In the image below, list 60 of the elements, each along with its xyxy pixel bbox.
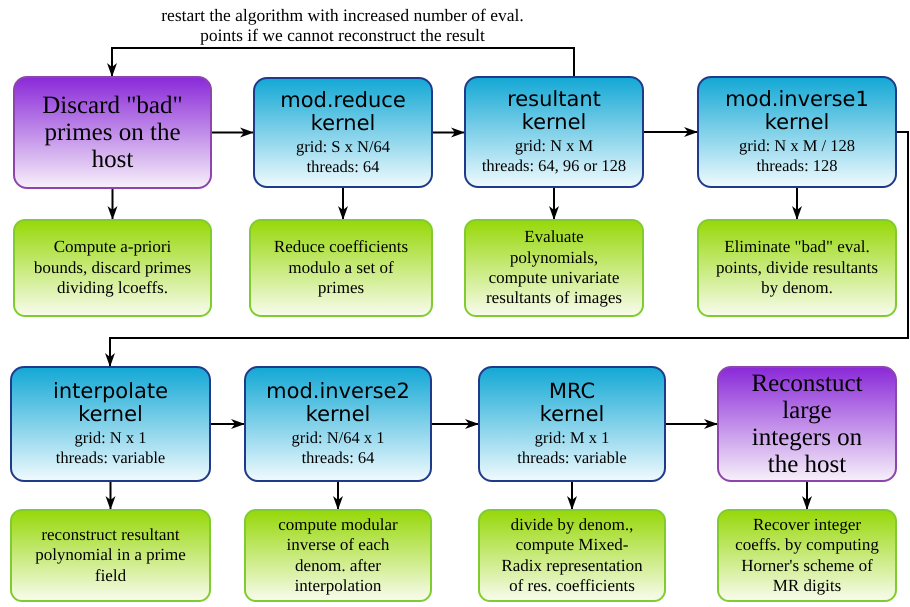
kernel-parameter: threads: 128 [756,156,838,176]
kernel-parameter: threads: variable [517,448,627,468]
description-box [10,509,211,602]
arrow [105,131,909,367]
arrow [338,188,348,220]
arrow [567,482,577,510]
arrow [211,419,245,429]
kernel-parameter: grid: N x 1 [74,428,146,448]
description-box [249,219,433,317]
description-text: compute modular inverse of each denom. after interpolation [277,514,399,596]
kernel-parameter: grid: S x N/64 [296,136,390,157]
description-text: reconstruct resultant polynomial in a prime field [34,524,187,586]
description-box [717,509,897,602]
arrow [549,188,559,220]
kernel-parameter: threads: 64, 96 or 128 [482,156,626,176]
kernel-title: mod.reduce kernel [280,88,406,135]
arrow [333,482,343,510]
arrow [108,189,118,220]
kernel-box [464,76,644,188]
arrow [802,482,812,510]
description-box [464,219,644,317]
kernel-parameter: grid: N x M [514,136,594,156]
kernel-title: resultant kernel [507,88,601,134]
arrow [107,47,575,77]
kernel-title: mod.inverse2 kernel [266,380,410,426]
description-text: Evaluate polynomials, compute univariate resultants of images [485,227,623,309]
kernel-parameter: threads: 64 [302,448,374,468]
kernel-parameter: grid: N/64 x 1 [291,428,385,448]
description-box [244,509,432,602]
description-text: Compute a-priori bounds, discard primes dividing lcoeffs. [32,237,192,299]
arrow [212,128,254,138]
description-box [697,219,897,317]
arrow [644,127,698,137]
kernel-box [253,77,433,188]
arrow [666,419,718,429]
arrow [432,419,479,429]
node-title: Discard "bad" primes on the host [41,92,184,173]
description-box [478,509,666,602]
kernel-parameter: grid: N x M / 128 [739,136,855,156]
arrow [106,482,116,510]
kernel-box [10,366,211,482]
kernel-title: mod.inverse1 kernel [725,88,869,134]
kernel-box [697,76,897,188]
kernel-title: interpolate kernel [53,380,168,426]
host-step-box [13,76,212,189]
arrow [433,128,465,138]
kernel-parameter: grid: M x 1 [534,428,610,448]
kernel-parameter: threads: 64 [306,156,380,176]
description-text: Reduce coefficients modulo a set of primes [272,237,410,299]
description-text: Recover integer coeffs. by computing Horner's scheme of MR digits [735,514,879,596]
kernel-box [244,366,432,482]
arrow [792,188,802,220]
description-text: divide by denom., compute Mixed-Radix representation of res. coefficients [500,514,644,596]
node-title: Reconstuct large integers on the host [750,370,864,478]
description-text: Eliminate "bad" eval. points, divide resultants by denom. [715,237,879,299]
description-box [13,219,212,317]
kernel-parameter: threads: variable [56,448,166,468]
kernel-title: MRC kernel [540,380,604,426]
host-step-box [717,366,897,482]
kernel-box [478,366,666,482]
